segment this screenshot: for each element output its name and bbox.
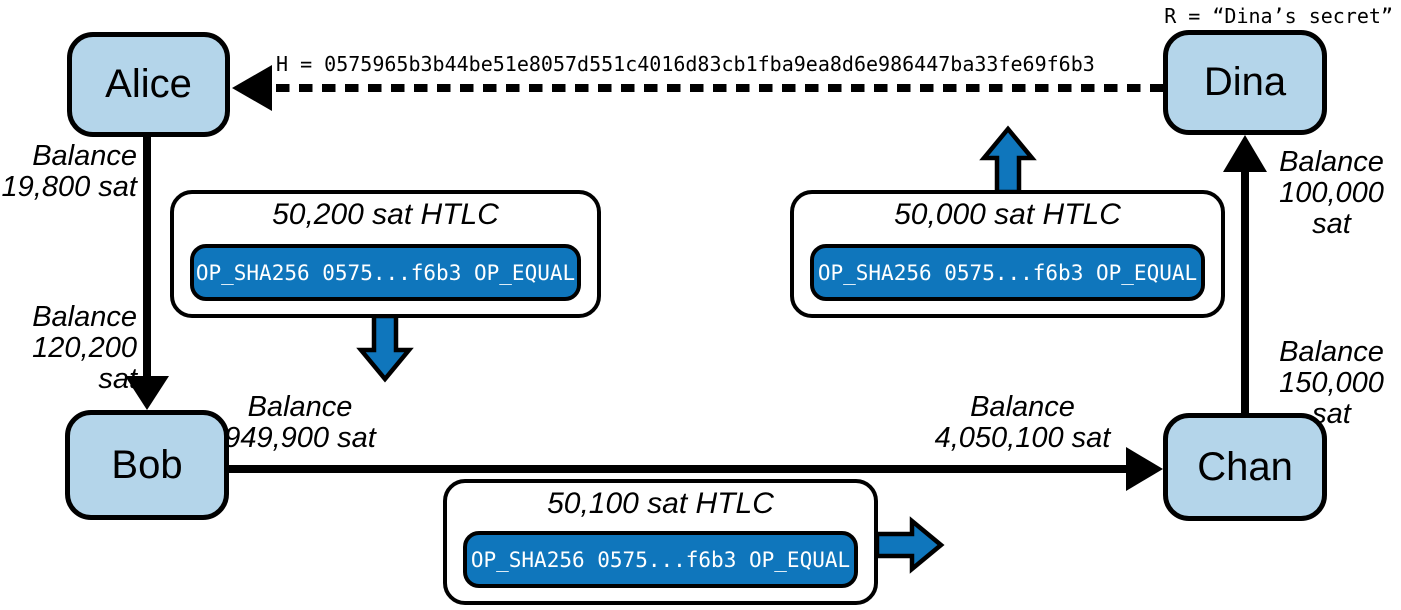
htlc-script: OP_SHA256 0575...f6b3 OP_EQUAL <box>190 244 581 301</box>
htlc-title: 50,200 sat HTLC <box>272 198 499 231</box>
balance-alice-side: Balance 19,800 sat <box>1 140 137 203</box>
node-dina: Dina <box>1163 30 1327 135</box>
htlc-right-arrow-icon <box>874 516 945 574</box>
node-bob-label: Bob <box>111 442 183 487</box>
bob-chan-arrowhead-icon <box>1126 447 1163 491</box>
node-chan: Chan <box>1163 413 1327 521</box>
htlc-box-bob-chan: 50,100 sat HTLC OP_SHA256 0575...f6b3 OP… <box>443 479 878 605</box>
htlc-title: 50,000 sat HTLC <box>894 198 1121 231</box>
node-dina-label: Dina <box>1203 60 1287 104</box>
htlc-box-chan-dina: 50,000 sat HTLC OP_SHA256 0575...f6b3 OP… <box>790 190 1225 318</box>
htlc-script: OP_SHA256 0575...f6b3 OP_EQUAL <box>463 531 858 588</box>
node-bob: Bob <box>65 410 229 520</box>
alice-bob-arrowhead-icon <box>125 376 169 410</box>
htlc-down-arrow-icon <box>356 313 414 383</box>
node-alice-label: Alice <box>105 62 192 106</box>
balance-bob-side-bc-channel: Balance 949,900 sat <box>224 391 376 454</box>
htlc-up-arrow-icon <box>979 125 1037 195</box>
balance-dina-side: Balance 100,000 sat <box>1279 146 1384 240</box>
preimage-secret-label: R = “Dina’s secret” <box>1164 4 1393 28</box>
chan-dina-arrowhead-icon <box>1223 135 1267 172</box>
balance-bob-side-ab-channel: Balance 120,200 sat <box>32 301 137 395</box>
node-chan-label: Chan <box>1197 444 1293 489</box>
dina-alice-arrowhead-icon <box>232 65 272 111</box>
node-alice: Alice <box>67 32 230 137</box>
htlc-box-alice-bob: 50,200 sat HTLC OP_SHA256 0575...f6b3 OP… <box>170 190 601 318</box>
payment-hash-label: H = 0575965b3b44be51e8057d551c4016d83cb1… <box>276 52 1095 76</box>
balance-chan-side-bc-channel: Balance 4,050,100 sat <box>934 391 1111 454</box>
htlc-script: OP_SHA256 0575...f6b3 OP_EQUAL <box>810 244 1205 301</box>
htlc-title: 50,100 sat HTLC <box>547 487 774 520</box>
balance-chan-side-cd-channel: Balance 150,000 sat <box>1279 336 1384 430</box>
